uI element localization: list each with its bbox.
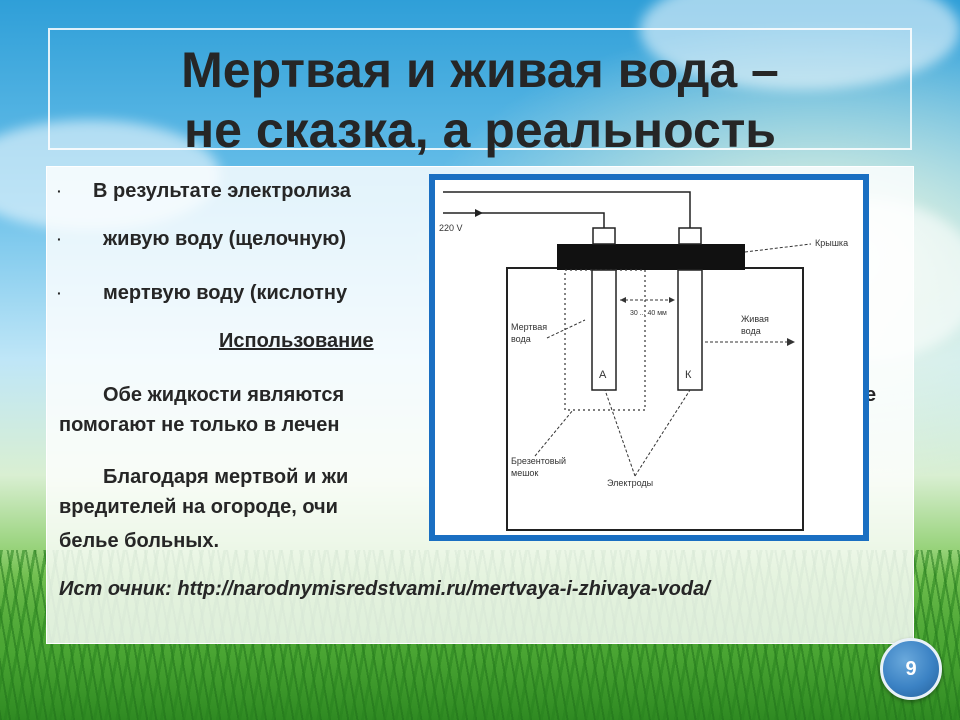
- bag-label-2: мешок: [511, 468, 538, 478]
- wire-cathode: [443, 191, 691, 228]
- source-link[interactable]: Ист очник: http://narodnymisredstvami.ru…: [59, 578, 710, 600]
- arrow-icon: [669, 297, 675, 303]
- wire-anode: [443, 212, 605, 228]
- electrode-anode: [591, 269, 617, 391]
- live-water-label-1: Живая: [741, 314, 769, 324]
- bullet-marker: ·: [57, 285, 62, 301]
- bullet-text-3: мертвую воду (кислотну: [103, 282, 348, 304]
- electrolysis-diagram: 220 V А К 30 ... 40 мм Крышка Мертвая во…: [429, 174, 869, 541]
- electrode-pointer-cathode: [634, 389, 691, 477]
- dead-water-label-2: вода: [511, 334, 531, 344]
- terminal-anode: [592, 227, 616, 245]
- paragraph-1-line-2: помогают не только в лечен: [59, 414, 340, 436]
- arrow-icon: [475, 209, 483, 217]
- dead-water-label-1: Мертвая: [511, 322, 547, 332]
- electrodes-label: Электроды: [607, 478, 653, 488]
- bullet-marker: ·: [57, 231, 62, 247]
- paragraph-2-line-1: Благодаря мертвой и жи: [103, 466, 349, 488]
- bullet-text-1: В результате электролиза: [93, 180, 351, 202]
- anode-label: А: [599, 369, 607, 381]
- page-number: 9: [905, 657, 917, 680]
- container-vessel: [506, 267, 804, 531]
- title-line-2: не сказка, а реальность: [183, 102, 777, 158]
- lid-label: Крышка: [815, 238, 848, 248]
- arrow-icon: [787, 338, 795, 346]
- paragraph-2-line-2: вредителей на огороде, очи: [59, 496, 338, 518]
- lid-pointer: [744, 243, 812, 253]
- electrolysis-diagram-svg: 220 V А К 30 ... 40 мм Крышка Мертвая во…: [439, 191, 848, 531]
- terminal-cathode: [678, 227, 702, 245]
- title-frame: [48, 28, 912, 150]
- live-water-label-2: вода: [741, 326, 761, 336]
- paragraph-1-line-1: Обе жидкости являются: [103, 384, 345, 406]
- bullet-marker: ·: [57, 183, 62, 199]
- dead-water-pointer: [546, 319, 586, 339]
- paragraph-1-tail: е: [865, 384, 877, 406]
- paragraph-2-line-3: белье больных.: [59, 530, 220, 552]
- distance-label: 30 ... 40 мм: [630, 310, 667, 317]
- electrode-cathode: [677, 269, 703, 391]
- cathode-label: К: [685, 369, 692, 381]
- arrow-icon: [620, 297, 626, 303]
- bullet-text-2: живую воду (щелочную): [103, 228, 347, 250]
- slide-title: Мертвая и живая вода – не сказка, а реал…: [48, 40, 912, 160]
- electrode-pointer-anode: [604, 389, 636, 477]
- page-number-badge: 9: [880, 638, 942, 700]
- voltage-label: 220 V: [439, 223, 463, 233]
- bag-pointer: [534, 409, 574, 457]
- section-heading: Использование: [219, 330, 374, 352]
- canvas-bag: [564, 269, 646, 411]
- title-line-1: Мертвая и живая вода –: [181, 42, 779, 98]
- bag-label-1: Брезентовый: [511, 456, 566, 466]
- container-lid: [557, 244, 745, 270]
